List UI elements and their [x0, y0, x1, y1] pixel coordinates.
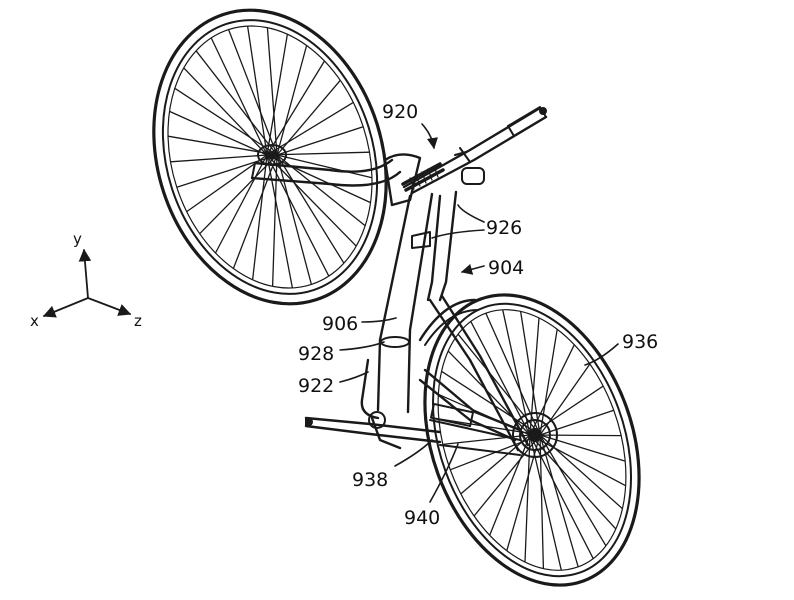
spoke [506, 434, 541, 551]
axis-y-label: y [73, 230, 82, 248]
spoke [519, 311, 541, 436]
spoke [539, 409, 615, 436]
spoke [183, 67, 268, 156]
front-wheel [152, 8, 388, 306]
axis-x-label: x [30, 312, 39, 330]
spoke [210, 37, 268, 156]
spoke [460, 434, 531, 495]
spoke [169, 110, 268, 156]
spoke [266, 60, 326, 156]
spoke [271, 154, 278, 287]
spoke [214, 154, 268, 254]
label-940: 940 [404, 507, 440, 529]
spoke [529, 385, 604, 436]
spoke [266, 154, 371, 204]
spoke [276, 154, 345, 264]
frame [360, 190, 530, 452]
spoke [266, 154, 294, 289]
label-926: 926 [486, 217, 522, 239]
spoke [529, 434, 617, 530]
spoke [276, 45, 308, 156]
spoke [246, 26, 268, 156]
spoke [529, 317, 540, 436]
spoke [266, 151, 370, 156]
spoke [199, 154, 278, 235]
spoke [195, 50, 278, 156]
spoke [489, 434, 531, 536]
spoke [470, 321, 531, 436]
rear-wheel [423, 293, 641, 587]
reference-numerals: 920 926 904 906 928 922 936 938 940 [298, 101, 658, 529]
front-wheel-spokes [167, 26, 373, 289]
spoke [266, 101, 354, 156]
spoke [266, 154, 357, 247]
leader-lines [339, 123, 619, 503]
spoke [529, 434, 626, 487]
handlebar [401, 106, 548, 195]
spoke [276, 154, 313, 285]
spoke [227, 29, 278, 156]
spoke [232, 154, 278, 269]
label-928: 928 [298, 343, 334, 365]
spoke [276, 126, 364, 156]
label-920: 920 [382, 101, 418, 123]
spoke [442, 434, 531, 446]
spoke [186, 154, 268, 213]
spoke [276, 154, 373, 179]
spoke [251, 154, 268, 280]
spoke [539, 329, 558, 436]
label-938: 938 [352, 469, 388, 491]
label-922: 922 [298, 375, 334, 397]
crank-arm [304, 402, 521, 456]
label-936: 936 [622, 331, 658, 353]
axis-triad: y x z [30, 230, 142, 330]
axis-z-label: z [134, 312, 142, 330]
spoke [539, 434, 623, 510]
spoke [266, 34, 289, 156]
spoke [170, 154, 268, 163]
spoke [539, 434, 607, 547]
label-904: 904 [488, 257, 524, 279]
front-fork [250, 158, 402, 187]
spoke [539, 434, 579, 568]
label-906: 906 [322, 313, 358, 335]
spoke [266, 154, 330, 277]
spoke [539, 434, 626, 462]
spoke [502, 309, 531, 436]
spoke [529, 434, 622, 437]
spoke [266, 27, 278, 156]
spoke [174, 87, 278, 156]
